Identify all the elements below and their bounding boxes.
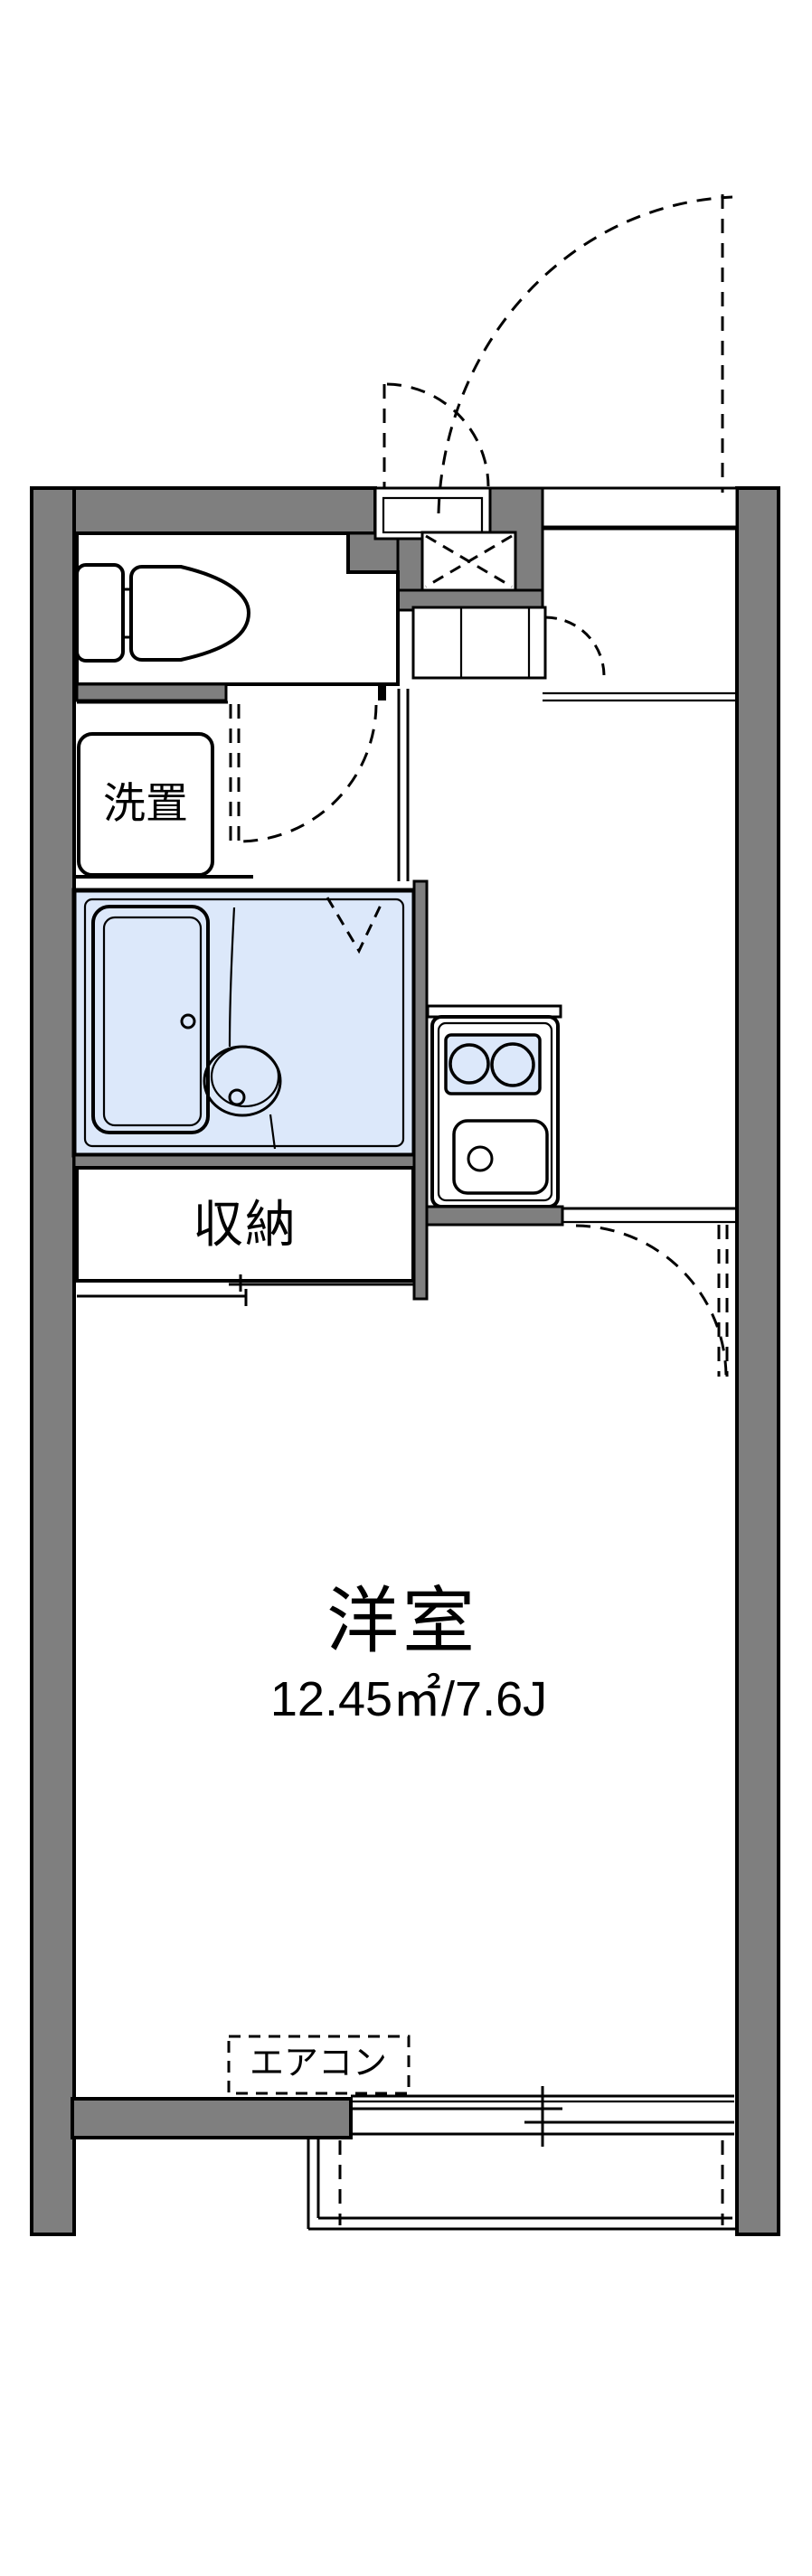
bathtub-inner bbox=[102, 916, 203, 1127]
main-room-label: 洋室 bbox=[326, 1581, 478, 1661]
bath-closet-wall bbox=[72, 1153, 416, 1170]
pipe-space-x-line bbox=[425, 534, 513, 588]
top-wall bbox=[72, 486, 377, 535]
kitchen-sink bbox=[452, 1119, 549, 1195]
kitchen-under-wall bbox=[425, 1205, 564, 1227]
washbasin-drain bbox=[228, 1088, 246, 1106]
shoe-cabinet-door-arc bbox=[544, 616, 606, 677]
main-room-size: 12.45㎡/7.6J bbox=[269, 1672, 548, 1726]
shoe-cabinet-panel bbox=[459, 606, 531, 680]
stove-burner bbox=[490, 1042, 535, 1087]
right-wall bbox=[735, 486, 780, 2236]
stove-burner bbox=[448, 1043, 490, 1085]
bath-right-wall bbox=[412, 879, 429, 1301]
bathroom-inner-line bbox=[83, 898, 405, 1148]
bath-folding-door bbox=[326, 897, 385, 954]
toilet-bowl bbox=[129, 565, 251, 662]
washbasin-inner bbox=[210, 1045, 280, 1108]
toilet-door-post bbox=[378, 684, 386, 700]
bathtub-drain-knob bbox=[180, 1013, 196, 1029]
bath-counter-edge bbox=[228, 907, 236, 1048]
kitchen-unit-inner-line bbox=[437, 1021, 553, 1202]
toilet-bottom-wall bbox=[75, 682, 228, 702]
sink-drain bbox=[467, 1145, 494, 1172]
bathtub bbox=[91, 905, 210, 1134]
aircon-label: エアコン bbox=[249, 2045, 388, 2082]
toilet-door-arc bbox=[240, 704, 378, 843]
bath-counter-edge bbox=[269, 1114, 277, 1150]
entrance-threshold bbox=[541, 486, 739, 531]
bottom-wall bbox=[71, 2097, 353, 2139]
room-door-arc bbox=[575, 1224, 728, 1377]
aircon-box bbox=[227, 2035, 411, 2095]
entrance-door-arc bbox=[437, 195, 733, 514]
closet-box bbox=[75, 1166, 415, 1283]
meter-box-door-arc bbox=[386, 382, 490, 487]
toilet-tank bbox=[75, 563, 125, 663]
laundry-label: 洗置 bbox=[103, 779, 188, 827]
shoe-cabinet bbox=[411, 606, 547, 680]
left-wall bbox=[30, 486, 76, 2236]
washing-machine-space bbox=[77, 732, 214, 877]
toilet-room bbox=[75, 531, 400, 686]
closet-label: 収納 bbox=[193, 1196, 297, 1253]
